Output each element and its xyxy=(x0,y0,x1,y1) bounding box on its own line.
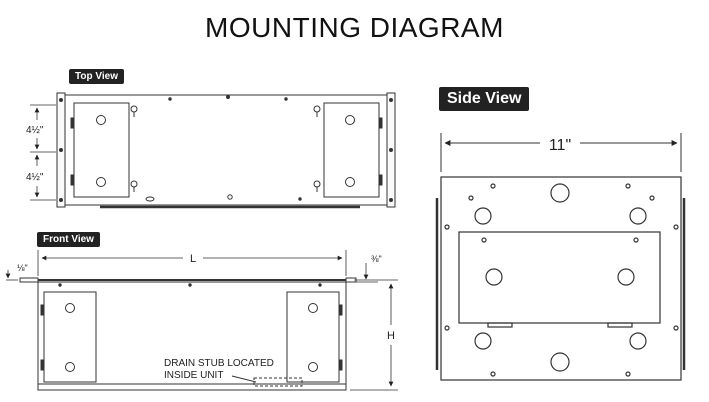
front-dim-right: ⅜" xyxy=(371,254,382,264)
drain-note-line1: DRAIN STUB LOCATED xyxy=(164,358,274,369)
top-view-drawing xyxy=(56,92,396,209)
top-view-dimensions xyxy=(30,104,56,201)
top-dim-lower: 4½" xyxy=(26,172,44,183)
side-view-label: Side View xyxy=(439,87,530,111)
top-dim-upper: 4½" xyxy=(26,125,44,136)
page-title: MOUNTING DIAGRAM xyxy=(205,12,504,43)
front-view-label: Front View xyxy=(37,232,100,247)
side-view-dimensions xyxy=(440,133,682,172)
top-view-label: Top View xyxy=(69,69,124,84)
drain-note-line2: INSIDE UNIT xyxy=(164,370,223,381)
front-dim-length: L xyxy=(190,253,196,265)
side-view-drawing xyxy=(435,176,686,381)
front-dim-left: ⅛" xyxy=(17,263,28,273)
front-view-drawing xyxy=(19,277,357,391)
side-dim-width: 11" xyxy=(549,137,571,154)
front-dim-height: H xyxy=(387,330,395,342)
front-view-dimensions xyxy=(5,250,398,391)
